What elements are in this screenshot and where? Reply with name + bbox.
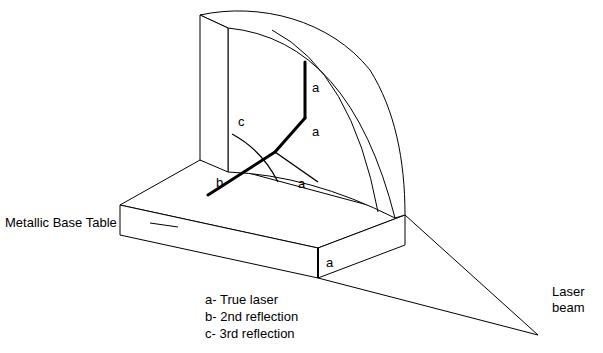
- letter-label: c: [238, 114, 245, 130]
- legend-text: a- True laser: [205, 292, 278, 308]
- letter-label: a: [298, 176, 305, 192]
- letter-label: a: [326, 255, 333, 271]
- laser-beam-line: [405, 215, 538, 335]
- quarter-block: [200, 11, 405, 218]
- part-name: Laser beam: [552, 284, 594, 316]
- block-front-edge: [228, 28, 395, 218]
- true-laser-line: [275, 118, 305, 152]
- legend-text: c- 3rd reflection: [205, 326, 295, 342]
- table-front-right: [318, 215, 405, 278]
- leader-line: [150, 223, 178, 227]
- part-name: Metallic Base Table: [5, 215, 117, 231]
- true-laser-line: [275, 152, 318, 182]
- true-laser-line: [304, 62, 307, 118]
- second-reflection-line: [208, 152, 275, 195]
- legend-text: b- 2nd reflection: [205, 309, 298, 325]
- letter-label: b: [216, 175, 223, 191]
- block-inner-arc: [272, 30, 378, 212]
- laser-beam-line: [318, 278, 538, 335]
- letter-label: a: [312, 80, 319, 96]
- table-front-left: [120, 205, 318, 278]
- block-side-face: [200, 15, 228, 172]
- letter-label: a: [312, 124, 319, 140]
- true-laser-line: [317, 248, 319, 278]
